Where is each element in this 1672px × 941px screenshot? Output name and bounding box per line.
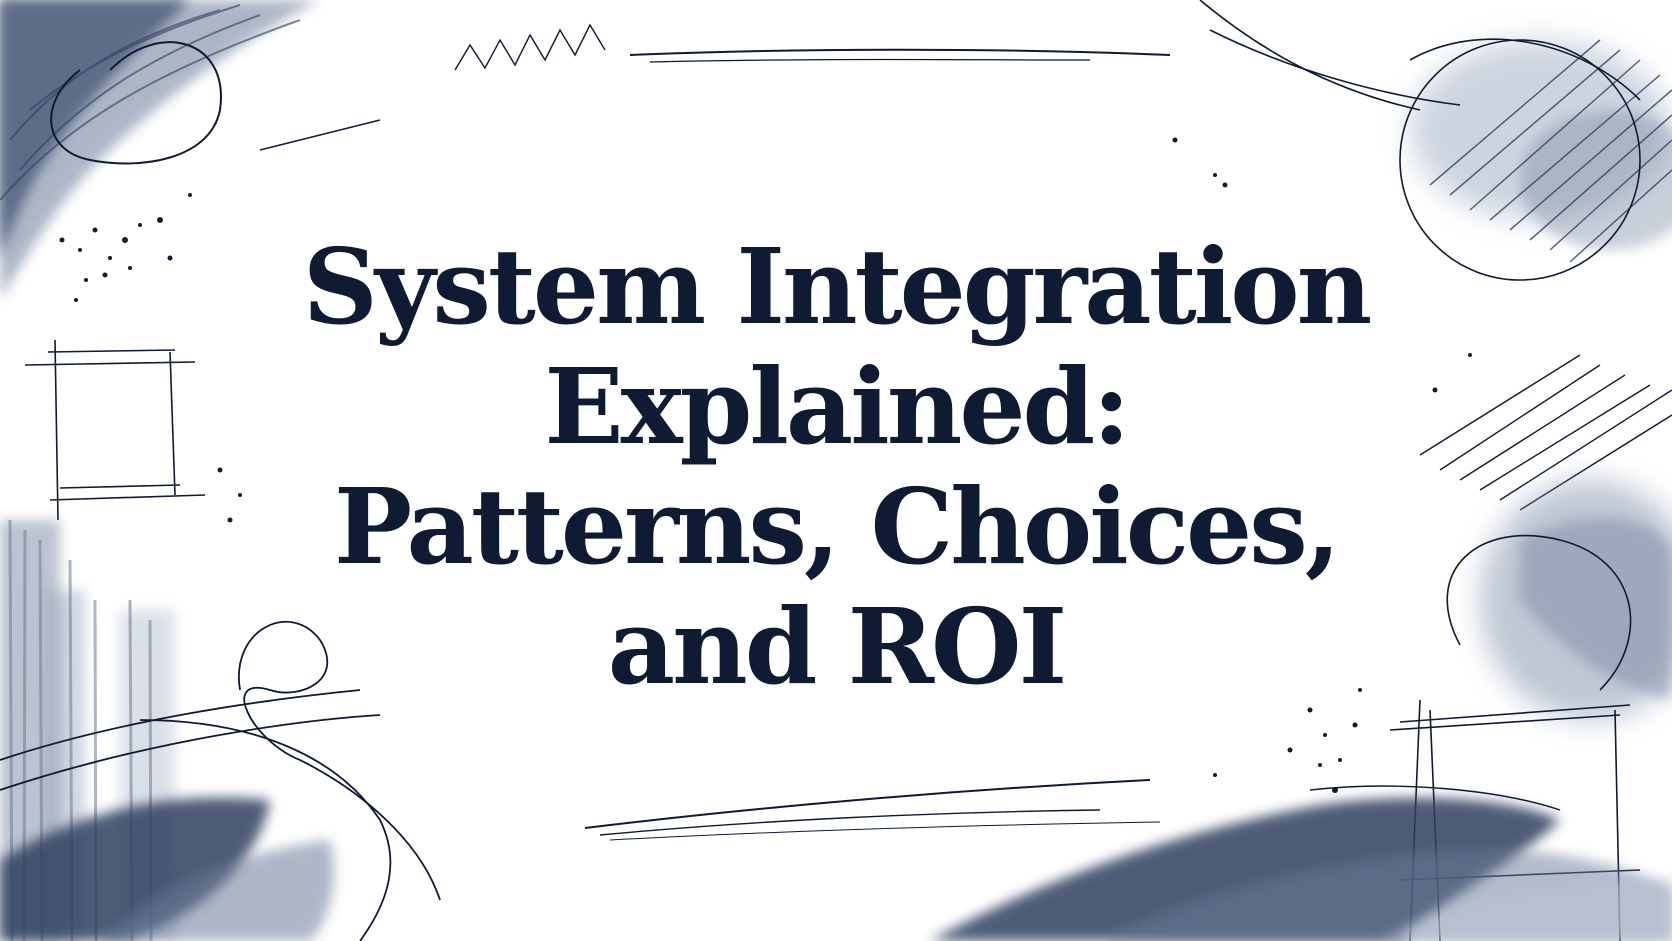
- bottom-right-brush-wash: [930, 785, 1672, 941]
- speckle-dots-right: [1172, 137, 1472, 793]
- headline-line-2: Explained:: [544, 344, 1130, 468]
- top-right-brush-wash: [1199, 0, 1672, 281]
- ink-loops-bottom-left: [0, 621, 441, 941]
- headline-line-3: Patterns, Choices,: [334, 464, 1341, 588]
- right-hatch-strokes: [1419, 354, 1672, 511]
- top-left-brush-wash: [0, 0, 381, 300]
- sketched-frame-left: [24, 339, 206, 521]
- headline-line-4: and ROI: [607, 584, 1068, 708]
- headline: System Integration Explained: Patterns, …: [302, 224, 1372, 708]
- headline-line-1: System Integration: [302, 224, 1372, 348]
- speckle-dots-left: [59, 193, 242, 523]
- bottom-center-strokes: [584, 779, 1161, 841]
- top-center-flourish: [454, 23, 1171, 71]
